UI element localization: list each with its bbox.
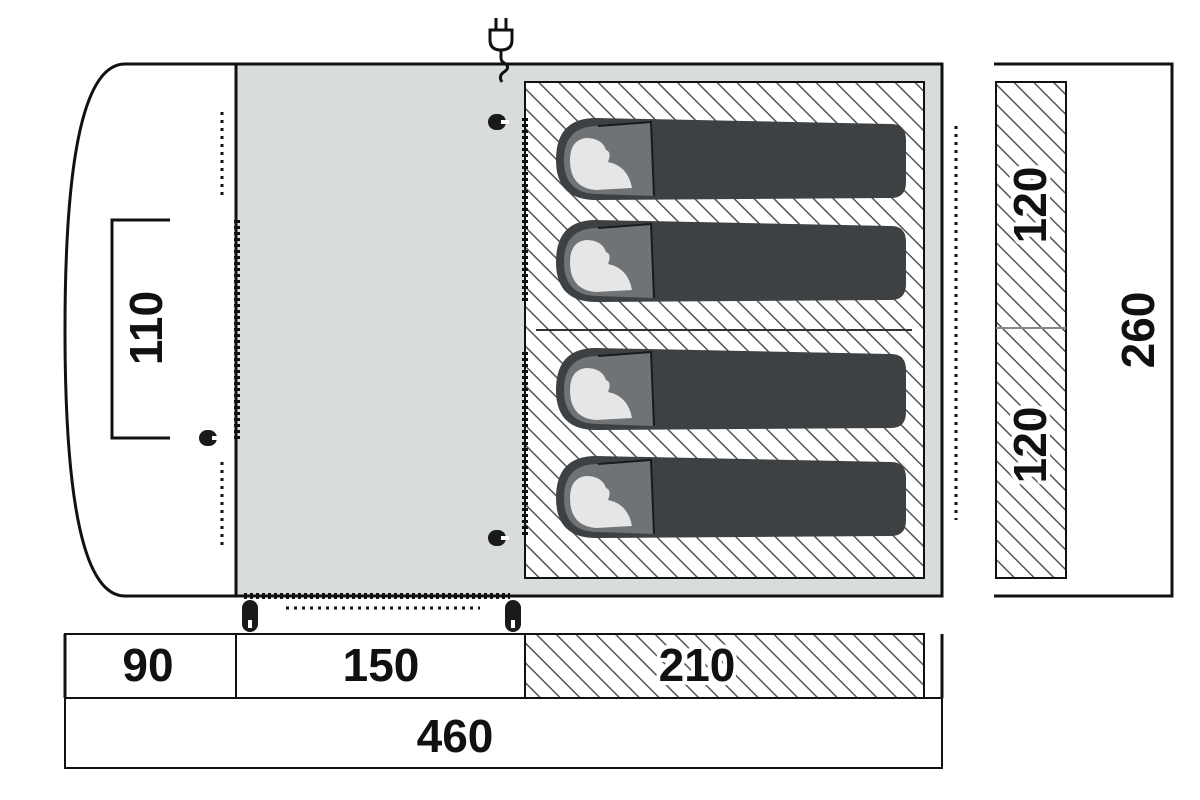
sleeping-bag-icon [555,347,907,431]
depth-bedroom-box [995,81,1067,579]
sleeping-bag-icon [555,219,907,303]
sleeping-bag-icon [555,455,907,539]
zipper-icon [242,600,258,632]
sleeping-bag-icon [555,117,907,201]
zipper-icon [505,600,521,632]
porch-width-label: 90 [122,639,173,691]
total-width-label: 460 [417,710,494,762]
width-total-box [64,697,943,769]
porch-window-bracket [110,218,170,440]
bedroom-depth-1-label: 120 [1004,167,1056,244]
bedroom-depth-2-label: 120 [1004,407,1056,484]
porch-area [63,62,236,598]
total-depth-label: 260 [1112,292,1164,369]
bedroom-width-label: 210 [659,639,736,691]
living-width-label: 150 [343,639,420,691]
width-living-box [235,633,526,699]
porch-door-height-label: 110 [120,291,172,365]
power-plug-icon [488,18,514,83]
depth-total-bracket [994,62,1174,598]
